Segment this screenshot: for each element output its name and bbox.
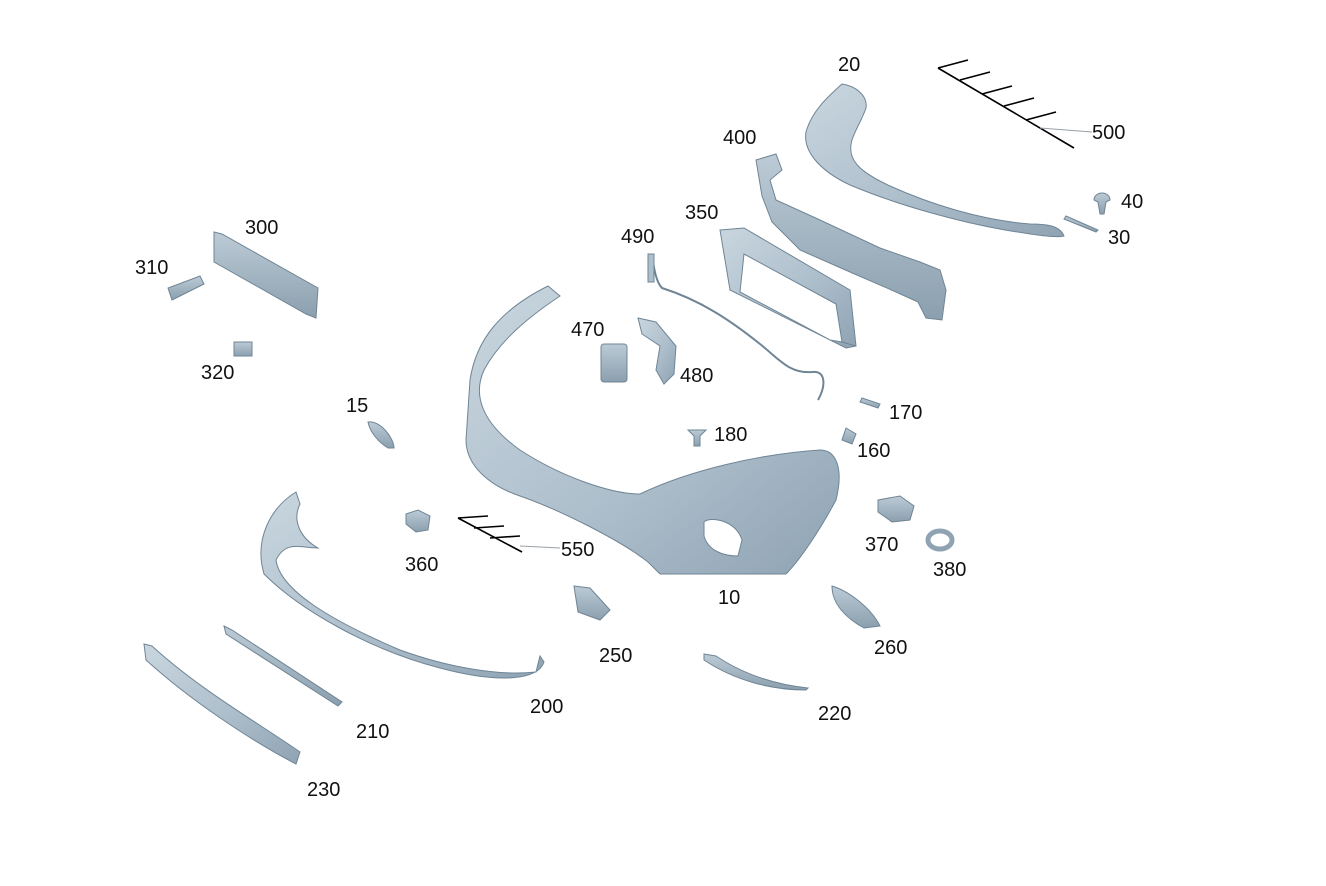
part-500-fastener-set bbox=[937, 59, 1075, 149]
callout-400: 400 bbox=[723, 127, 757, 149]
part-250-bracket bbox=[573, 585, 611, 621]
callout-10: 10 bbox=[718, 587, 741, 609]
leader-550 bbox=[519, 545, 561, 549]
callout-220: 220 bbox=[818, 703, 852, 725]
part-20-upper-cover bbox=[805, 83, 1065, 238]
part-350-frame bbox=[719, 227, 857, 349]
callout-370: 370 bbox=[865, 534, 899, 556]
part-210-trim-strip bbox=[223, 625, 343, 707]
part-490-wiring-harness bbox=[651, 255, 825, 401]
part-40-clip bbox=[1093, 192, 1111, 215]
callout-300: 300 bbox=[245, 217, 279, 239]
part-470-sensor bbox=[600, 343, 628, 383]
part-30-strip bbox=[1063, 215, 1099, 233]
part-170-clip bbox=[859, 397, 881, 409]
callout-490: 490 bbox=[621, 226, 655, 248]
part-300-license-plate-bracket bbox=[213, 231, 319, 319]
callout-20: 20 bbox=[838, 54, 861, 76]
callout-320: 320 bbox=[201, 362, 235, 384]
part-310-bolt bbox=[167, 275, 205, 301]
callout-360: 360 bbox=[405, 554, 439, 576]
callout-30: 30 bbox=[1108, 227, 1131, 249]
part-15-cover bbox=[367, 421, 395, 449]
part-400-impact-absorber bbox=[755, 153, 947, 321]
part-260-grille bbox=[831, 585, 881, 629]
callout-230: 230 bbox=[307, 779, 341, 801]
part-320-nut bbox=[233, 341, 253, 357]
callout-310: 310 bbox=[135, 257, 169, 279]
callout-250: 250 bbox=[599, 645, 633, 667]
part-380-ring bbox=[925, 528, 955, 552]
callout-160: 160 bbox=[857, 440, 891, 462]
part-180-screw bbox=[686, 429, 708, 447]
callout-260: 260 bbox=[874, 637, 908, 659]
leader-500 bbox=[1039, 127, 1093, 133]
part-490-connector bbox=[647, 253, 655, 283]
part-10-bumper-cover bbox=[465, 285, 840, 575]
callout-200: 200 bbox=[530, 696, 564, 718]
part-360-sensor bbox=[405, 509, 431, 533]
part-220-trim-strip bbox=[703, 653, 810, 691]
callout-380: 380 bbox=[933, 559, 967, 581]
callout-15: 15 bbox=[346, 395, 369, 417]
callout-470: 470 bbox=[571, 319, 605, 341]
callout-500: 500 bbox=[1092, 122, 1126, 144]
callout-210: 210 bbox=[356, 721, 390, 743]
part-10-fog-opening bbox=[703, 518, 743, 557]
part-230-grille bbox=[143, 643, 301, 765]
part-200-lower-spoiler bbox=[260, 491, 545, 679]
callout-480: 480 bbox=[680, 365, 714, 387]
part-480-bracket bbox=[637, 317, 677, 385]
part-370-sensor bbox=[877, 495, 915, 523]
part-160-clip bbox=[841, 427, 857, 445]
callout-40: 40 bbox=[1121, 191, 1144, 213]
callout-180: 180 bbox=[714, 424, 748, 446]
part-550-fastener-set bbox=[457, 515, 523, 553]
callout-350: 350 bbox=[685, 202, 719, 224]
callout-550: 550 bbox=[561, 539, 595, 561]
callout-170: 170 bbox=[889, 402, 923, 424]
